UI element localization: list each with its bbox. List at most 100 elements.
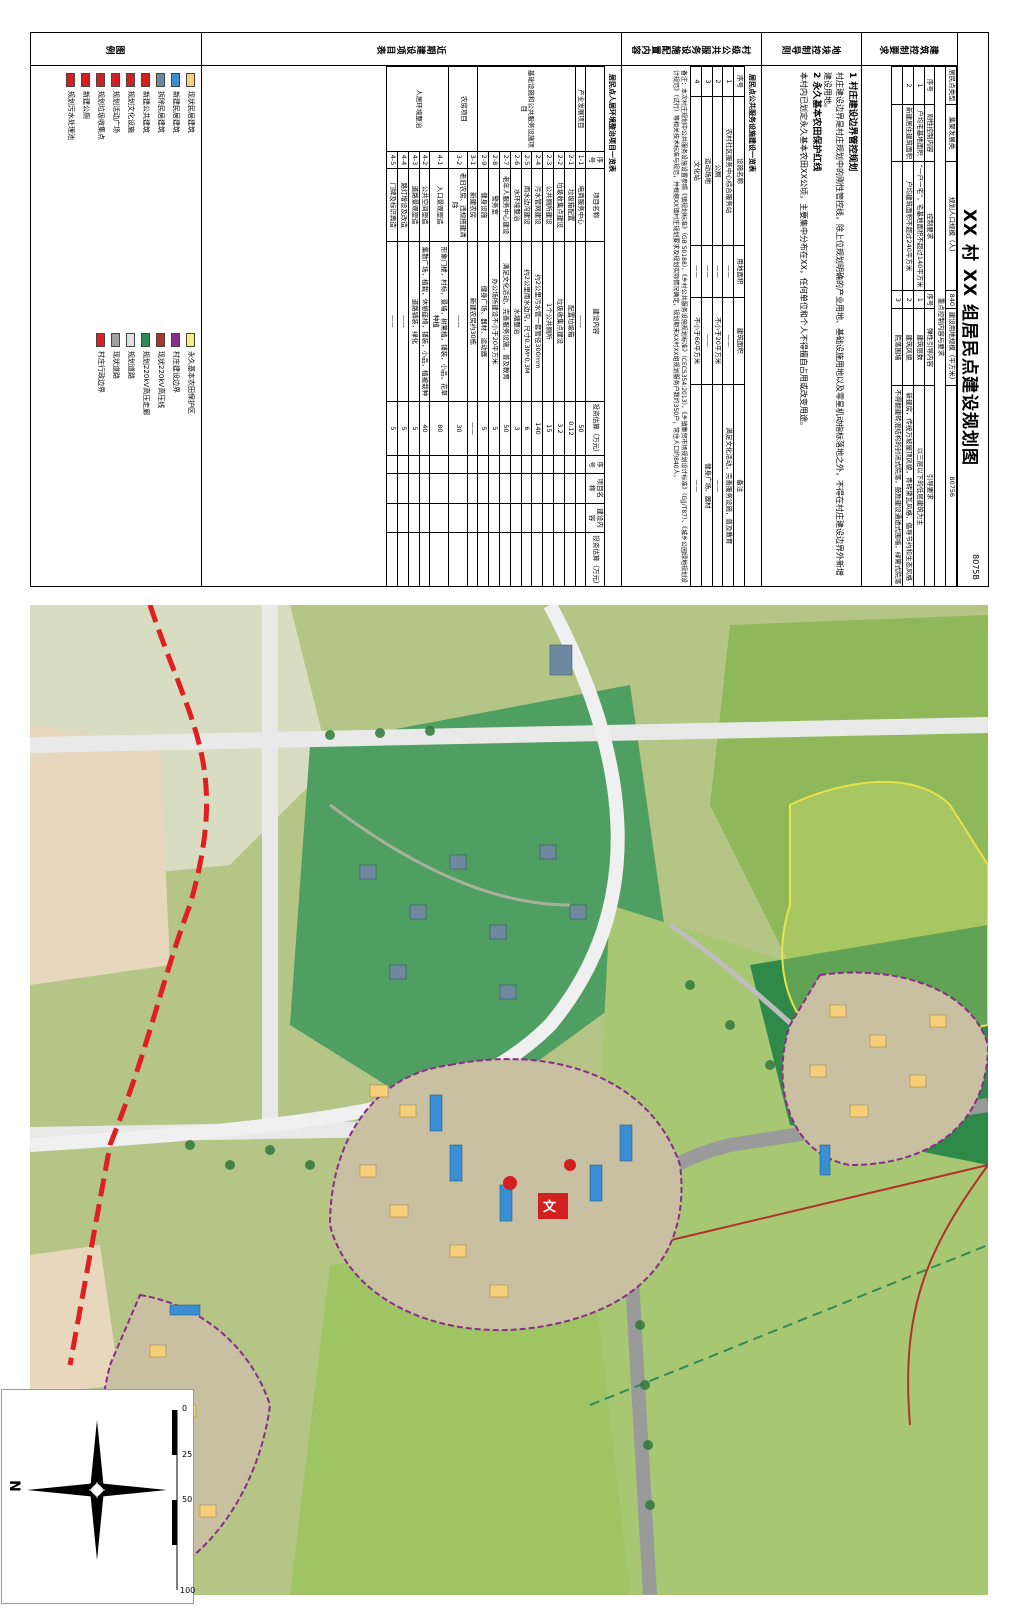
table-cell: 5 xyxy=(397,401,409,456)
table-cell: 1-1 xyxy=(575,151,586,169)
table-cell: —— xyxy=(467,401,478,456)
table-cell xyxy=(386,455,398,474)
legend-swatch xyxy=(96,73,106,87)
table-cell: 户均宅基地面积 xyxy=(913,104,925,162)
table-cell xyxy=(575,532,586,587)
table-cell: 3-2 xyxy=(448,151,468,169)
table-cell: 老旧农房、违规搭建清除 xyxy=(448,168,468,242)
legend-swatch xyxy=(156,73,166,87)
table-cell xyxy=(477,532,489,587)
table-cell: 1个公共厕所 xyxy=(542,241,554,402)
table-cell xyxy=(553,532,565,587)
table-cell xyxy=(408,532,420,587)
table-cell: 2 xyxy=(712,66,723,97)
table-cell xyxy=(477,473,489,504)
table-cell xyxy=(564,455,576,474)
table-cell: 运动场地 xyxy=(701,96,713,246)
legend-swatch xyxy=(156,333,166,347)
table-cell: —— xyxy=(701,245,713,298)
table-cell: 垃圾箱配置 xyxy=(564,168,576,242)
table-cell xyxy=(467,455,478,474)
table-cell xyxy=(429,503,449,533)
table-cell: 健身广场、器材 xyxy=(701,384,713,587)
table-cell xyxy=(397,473,409,504)
table-cell: 水塘整治 xyxy=(510,241,522,402)
table-cell: —— xyxy=(448,241,468,402)
table-cell: —— xyxy=(690,245,702,298)
legend-swatch xyxy=(171,333,181,347)
site-plan-map[interactable]: 文 xyxy=(30,605,988,1595)
legend-swatch xyxy=(141,73,151,87)
table-cell: 文化站 xyxy=(690,96,702,246)
table-cell xyxy=(499,455,511,474)
legend: 现状民居建筑新建民居建筑拆除民居建筑新建公共建筑规划文化设施规划活动广场规划垃圾… xyxy=(33,73,197,584)
legend-label: 现状民居建筑 xyxy=(187,91,195,133)
table-cell xyxy=(467,532,478,587)
table-cell: 3-1 xyxy=(467,151,478,169)
legend-item: 现状道路 xyxy=(110,333,122,379)
table-cell: 电商服务中心 xyxy=(575,168,586,242)
table-cell: 入口景观塑造 xyxy=(429,168,449,242)
table-cell: 4 xyxy=(690,66,702,97)
table-cell: 新建居住建筑面积 xyxy=(902,104,914,162)
project-group-label: 农房项目 xyxy=(448,66,478,152)
project-col-header: 建设内容 xyxy=(585,503,605,533)
building-control-section: 建筑控制要求 居民点类型 集聚发展类 规划人口规模（人） 840 建设用地规模（… xyxy=(862,33,958,587)
map-drawing xyxy=(30,605,988,1595)
table-cell xyxy=(397,503,409,533)
legend-item: 规划垃圾收集点 xyxy=(95,73,107,140)
facility-header-row: 序号设施名称用地面积建筑面积备注 xyxy=(733,66,745,587)
table-cell: 3 xyxy=(701,66,713,97)
table-cell xyxy=(419,503,430,533)
legend-label: 规划道路 xyxy=(127,351,135,379)
table-cell: —— xyxy=(722,245,734,298)
legend-label: 规划活动广场 xyxy=(112,91,120,133)
control-col-header: 引导要求 xyxy=(924,385,935,587)
table-cell: 50 xyxy=(499,401,511,456)
north-letter: N xyxy=(5,1480,22,1492)
control-col-header: 序号 xyxy=(924,66,935,105)
legend-item: 规划道路 xyxy=(125,333,137,379)
table-cell xyxy=(553,503,565,533)
table-cell xyxy=(448,473,468,504)
table-cell: 水环境整治 xyxy=(510,168,522,242)
table-cell: —— xyxy=(722,297,734,385)
projects-section: 近期建设项目表 居民点人居环境整治项目一览表 序号项目名称建设内容投资估算（万元… xyxy=(202,33,622,587)
scale-label-50: 50 xyxy=(182,1495,193,1504)
table-cell: 警务室 xyxy=(488,168,500,242)
scale-label-100: 100 xyxy=(180,1586,196,1595)
project-header-row: 序号项目名称建设内容投资估算（万元）序号项目名称建设内容投资估算（万元） xyxy=(585,66,605,587)
facility-caption: 居民点公共服务设施建设一览表 xyxy=(748,74,756,172)
table-cell: —— xyxy=(397,241,409,402)
land-label: 建设用地规模（平方米） xyxy=(945,308,957,386)
table-cell: 3 xyxy=(891,290,903,309)
table-cell xyxy=(419,455,430,474)
legend-swatch xyxy=(126,333,136,347)
legend-item: 规划活动广场 xyxy=(110,73,122,133)
table-cell: 2 xyxy=(902,66,914,105)
table-cell: 15 xyxy=(542,401,554,456)
table-cell: —— xyxy=(712,384,723,587)
table-cell: —— xyxy=(690,384,702,587)
legend-label: 新建公共建筑 xyxy=(142,91,150,133)
title-bar: XX 村 XX 组居民点建设规划图 8075B xyxy=(957,33,988,586)
legend-item: 村庄建设边界 xyxy=(170,333,182,393)
table-cell: 形象门楼，村标，景墙，树篱植，铺装，小品，花草种植 xyxy=(429,241,449,402)
table-cell: 4-1 xyxy=(429,151,449,169)
table-cell xyxy=(488,503,500,533)
table-cell xyxy=(521,503,532,533)
project-col-header: 项目名称 xyxy=(585,168,605,242)
legend-label: 图例 xyxy=(30,33,201,66)
legend-item: 新建公厕 xyxy=(80,73,92,119)
table-cell: 2-5 xyxy=(521,151,532,169)
table-cell: 2-2 xyxy=(553,151,565,169)
table-cell xyxy=(521,455,532,474)
table-cell xyxy=(448,503,468,533)
